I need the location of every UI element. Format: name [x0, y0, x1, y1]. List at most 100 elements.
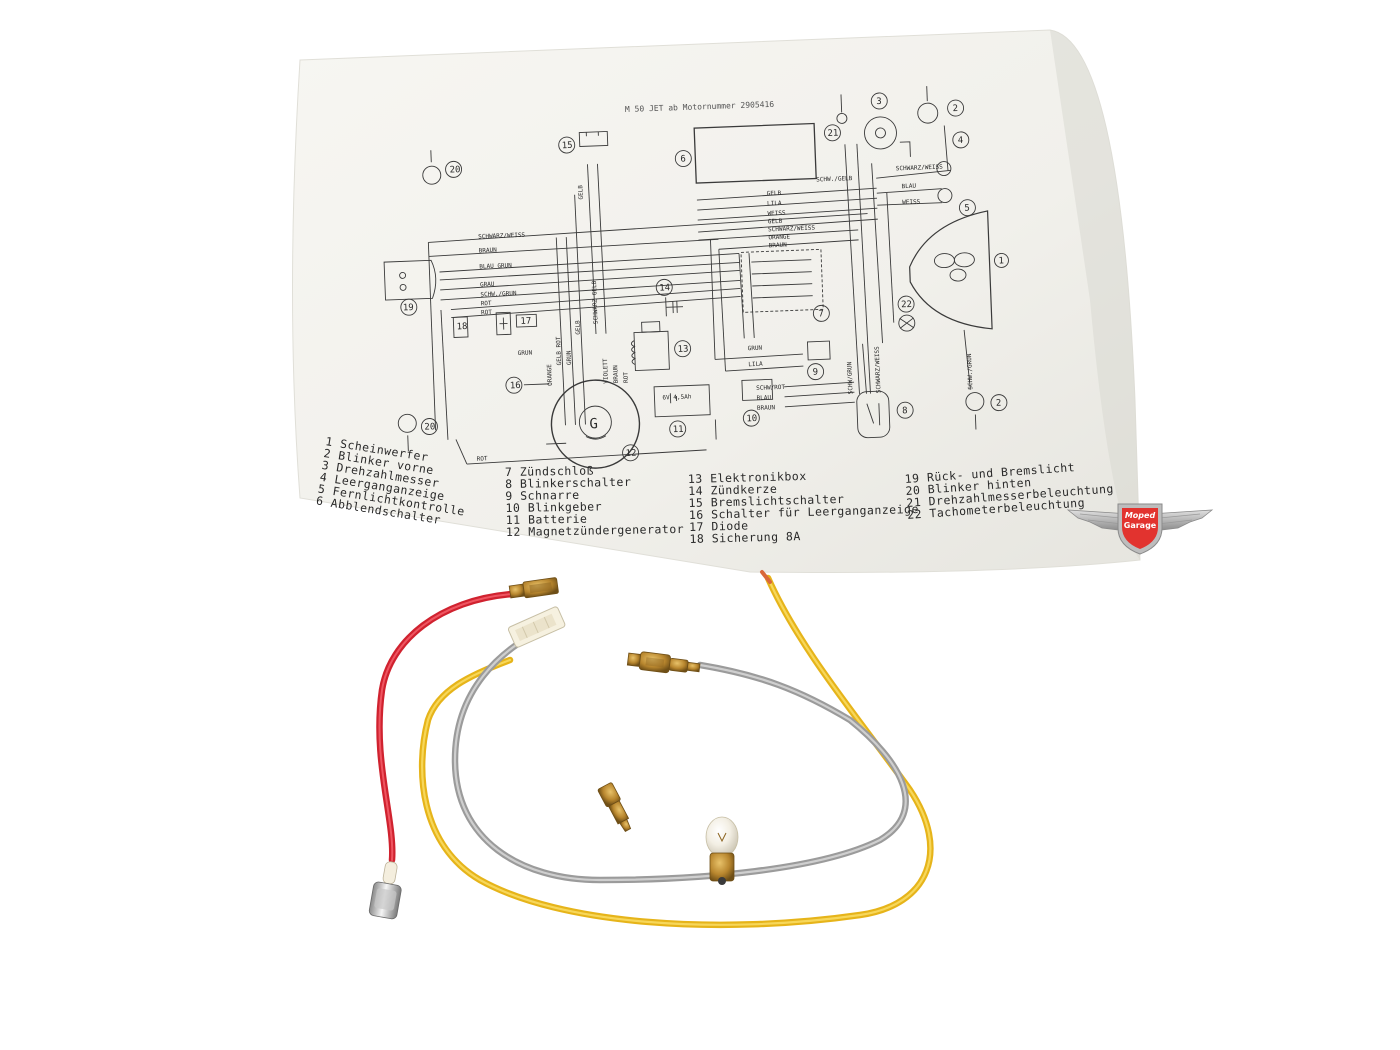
svg-text:2: 2 — [996, 399, 1002, 409]
component-numbers: 20 19 18 17 16 20 15 14 13 12 11 10 9 8 … — [403, 97, 1004, 459]
svg-text:ROT: ROT — [481, 309, 492, 316]
circuit-drawing: G — [383, 86, 1009, 469]
svg-text:2: 2 — [952, 104, 958, 114]
svg-text:12 Magnetzündergenerator: 12 Magnetzündergenerator — [506, 522, 684, 539]
small-light-bulb — [705, 816, 739, 885]
paper-fold-shadow — [1050, 30, 1140, 560]
svg-text:7 Zündschloß: 7 Zündschloß — [505, 463, 594, 479]
svg-text:14 Zündkerze: 14 Zündkerze — [688, 482, 777, 498]
svg-text:SCHWARZ/WEISS: SCHWARZ/WEISS — [478, 232, 526, 241]
svg-text:17 Diode: 17 Diode — [689, 518, 749, 534]
white-connector-housing — [507, 606, 566, 648]
red-wire — [376, 590, 516, 864]
legend-column-3: 13 Elektronikbox 14 Zündkerze 15 Bremsli… — [688, 469, 919, 546]
svg-text:ROT: ROT — [481, 300, 492, 307]
svg-text:15 Bremslichtschalter: 15 Bremslichtschalter — [688, 492, 844, 510]
svg-text:18 Sicherung 8A: 18 Sicherung 8A — [689, 529, 801, 546]
svg-text:10: 10 — [746, 414, 757, 424]
svg-text:GRUN: GRUN — [518, 349, 533, 357]
svg-text:8 Blinkerschalter: 8 Blinkerschalter — [505, 475, 631, 491]
connectors — [368, 577, 739, 920]
svg-text:SCHWARZ/WEISS: SCHWARZ/WEISS — [874, 346, 883, 394]
svg-text:WEISS: WEISS — [902, 198, 921, 206]
svg-text:15: 15 — [562, 141, 573, 151]
svg-text:11: 11 — [673, 425, 684, 435]
svg-text:4: 4 — [958, 136, 964, 146]
svg-text:VIOLETT: VIOLETT — [602, 358, 610, 384]
svg-text:21: 21 — [827, 129, 838, 139]
svg-text:BRAUN: BRAUN — [612, 365, 620, 384]
svg-text:SCHWARZ/WEISS: SCHWARZ/WEISS — [896, 164, 944, 173]
svg-text:16 Schalter für Leerganganzei: 16 Schalter für Leerganganzeige — [689, 502, 919, 522]
moped-garage-logo: Moped Garage — [1066, 503, 1214, 555]
svg-text:LILA: LILA — [748, 361, 763, 369]
svg-text:BRAUN: BRAUN — [769, 242, 788, 250]
svg-text:5: 5 — [964, 204, 970, 214]
svg-text:6: 6 — [680, 154, 686, 164]
svg-text:WEISS: WEISS — [767, 210, 786, 218]
svg-text:GRUN: GRUN — [566, 350, 574, 365]
svg-text:LILA: LILA — [767, 200, 782, 208]
component-8-blinker-switch — [856, 390, 891, 439]
svg-text:ORANGE: ORANGE — [546, 364, 554, 386]
legend-column-2: 7 Zündschloß 8 Blinkerschalter 9 Schnarr… — [505, 463, 684, 539]
svg-text:GELB: GELB — [577, 185, 585, 200]
svg-text:SCHWARZ/WEISS: SCHWARZ/WEISS — [768, 225, 816, 234]
svg-text:11 Batterie: 11 Batterie — [506, 512, 588, 527]
svg-text:19: 19 — [403, 303, 414, 313]
component-12-generator — [550, 379, 641, 469]
yellow-wire — [418, 574, 934, 929]
svg-text:10 Blinkgeber: 10 Blinkgeber — [505, 499, 602, 515]
component-7-ignition-lock — [740, 248, 824, 313]
svg-text:7: 7 — [818, 309, 824, 319]
svg-text:6V 4,5Ah: 6V 4,5Ah — [662, 393, 692, 401]
svg-text:13: 13 — [677, 344, 688, 354]
svg-text:BLAU GRUN: BLAU GRUN — [479, 262, 512, 270]
component-6-switch — [693, 122, 817, 184]
red-wire-flat-terminal — [508, 577, 559, 599]
svg-text:GRUN: GRUN — [748, 345, 763, 353]
svg-text:BRAUN: BRAUN — [757, 404, 776, 412]
svg-text:16: 16 — [510, 381, 521, 391]
svg-text:SCHW/ROT: SCHW/ROT — [756, 384, 786, 392]
svg-text:BLAU: BLAU — [901, 183, 916, 191]
svg-text:20: 20 — [449, 165, 460, 175]
svg-text:BLAU: BLAU — [756, 394, 771, 402]
svg-text:1: 1 — [998, 256, 1004, 266]
logo-text-moped: Moped — [1125, 511, 1156, 520]
component-1-headlight — [909, 210, 993, 330]
svg-text:GELB: GELB — [768, 218, 783, 226]
wiring-diagram-sheet: M 50 JET ab Motornummer 2905416 — [292, 29, 1141, 573]
svg-text:BRAUN: BRAUN — [479, 247, 498, 255]
component-11-battery — [653, 384, 711, 418]
svg-text:ROT: ROT — [622, 372, 629, 383]
svg-text:GELB: GELB — [767, 190, 782, 198]
svg-text:17: 17 — [520, 317, 531, 327]
svg-text:13 Elektronikbox: 13 Elektronikbox — [688, 469, 807, 486]
round-pin-terminal — [368, 861, 402, 920]
svg-text:SCHW./GELB: SCHW./GELB — [816, 175, 853, 183]
svg-text:ORANGE: ORANGE — [768, 233, 790, 241]
svg-text:14: 14 — [659, 283, 670, 293]
svg-text:20: 20 — [424, 422, 435, 432]
wiring-kit — [376, 570, 934, 929]
svg-text:3: 3 — [876, 97, 882, 107]
svg-text:18: 18 — [456, 322, 467, 332]
svg-text:22: 22 — [901, 300, 912, 310]
svg-text:9: 9 — [812, 368, 818, 378]
wire-labels: SCHWARZ/WEISS BRAUN BLAU GRUN GRAU SCHW.… — [477, 164, 975, 463]
logo-text-garage: Garage — [1124, 521, 1157, 530]
svg-text:G: G — [589, 416, 598, 432]
grey-wire-inline-connector — [626, 651, 701, 674]
svg-text:SCHW./GRUN: SCHW./GRUN — [480, 290, 517, 298]
svg-text:SCHWARZ GELB: SCHWARZ GELB — [591, 280, 600, 324]
svg-text:GRAU: GRAU — [480, 281, 495, 289]
svg-text:8: 8 — [902, 406, 908, 416]
component-19-taillight — [383, 259, 437, 301]
svg-text:GELB: GELB — [574, 320, 582, 335]
svg-text:ROT: ROT — [477, 455, 488, 462]
svg-text:SCHW./GRUN: SCHW./GRUN — [966, 353, 974, 390]
svg-text:GELB ROT: GELB ROT — [555, 336, 563, 366]
